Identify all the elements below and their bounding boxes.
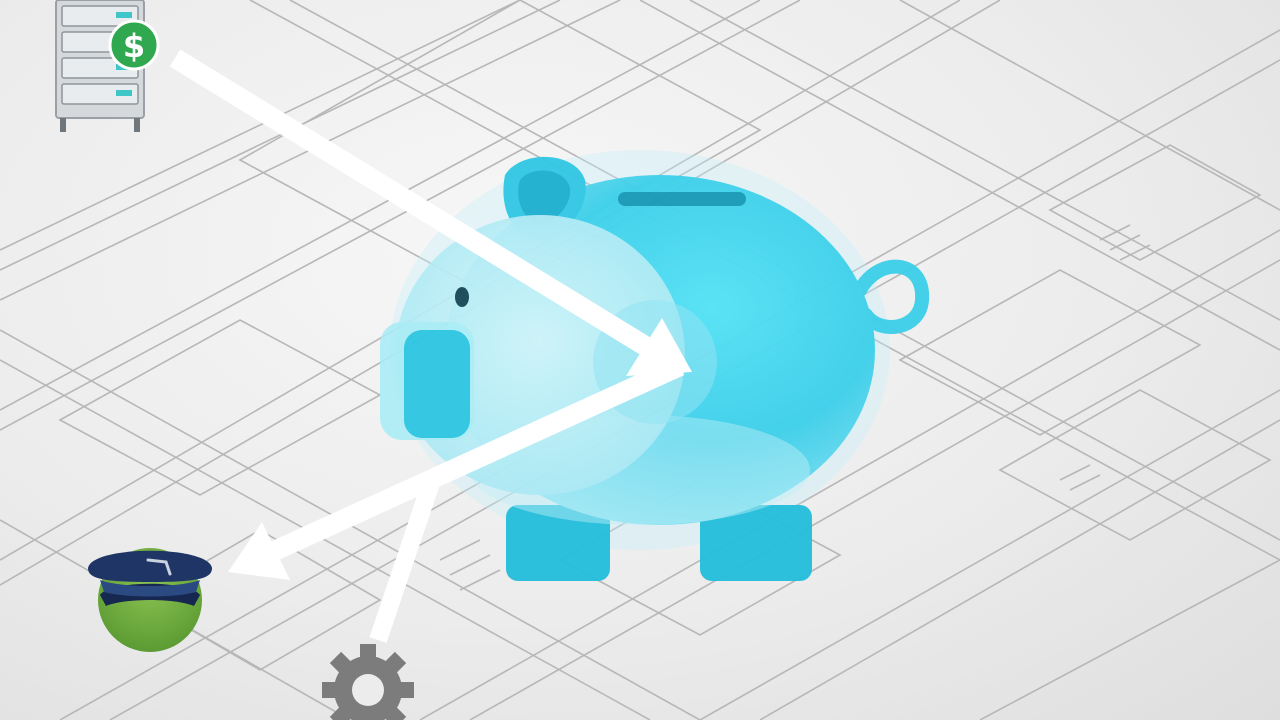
arrow-pig-to-officer (267, 356, 685, 562)
dollar-symbol: $ (123, 27, 145, 65)
arrow-server-to-pig (169, 49, 661, 361)
officer-cap-icon (88, 548, 212, 652)
dollar-coin-icon: $ (108, 19, 160, 71)
flow-arrows (169, 49, 692, 643)
arrow-to-gear (369, 477, 441, 643)
gear-icon (322, 644, 414, 720)
arrow-pig-to-officer-head (228, 522, 290, 580)
